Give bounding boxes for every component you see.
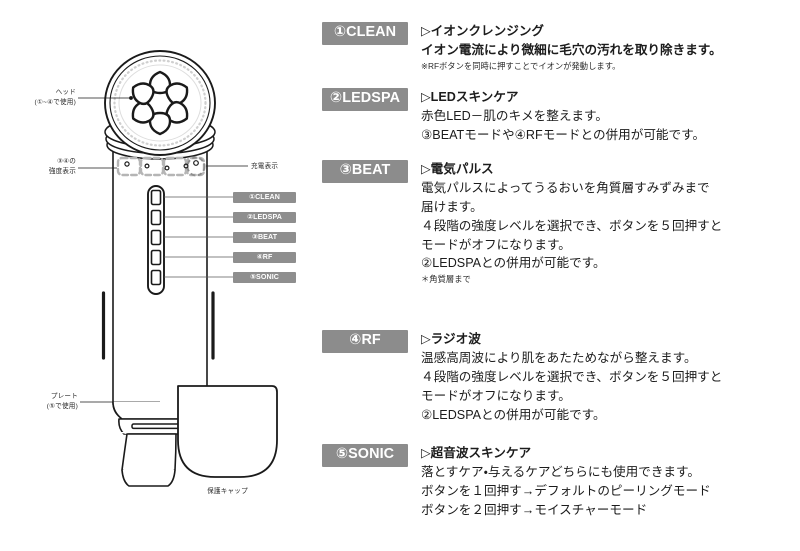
mode-line: 落とすケア・与えるケアどちらにも使用できます。 [421,464,700,479]
button-strip[interactable] [147,185,165,295]
callout-charge-indicator: 充電表示 [251,163,279,170]
device-badge-ledspa: ②LEDSPA [233,212,296,223]
device-head-disc [104,50,216,156]
mode-note-clean: ※RFボタンを同時に押すことでイオンが発動します。 [421,60,621,71]
device-badge-sonic: ⑤SONIC [233,272,296,283]
mode-line: 赤色LED－肌のキメを整えます。 [421,108,608,123]
mode-line: モードがオフになります。 [421,388,571,403]
mode-heading-clean: ▷イオンクレンジング [421,24,545,38]
head-electrodes [131,70,189,136]
mode-heading-ledspa: ▷LEDスキンケア [421,90,519,104]
mode-line: ③BEATモードや④RFモードとの併用が可能です。 [421,127,706,142]
callout-protective-cap: 保護キャップ [207,488,248,495]
device-button-ledspa [150,209,162,226]
mode-line: イオン電流により微細に毛穴の汚れを取り除きます。 [421,42,722,57]
callout-intensity-indicator: ③④の 強度表示 [48,158,76,175]
mode-line: 温感高周波により肌をあたためながら整えます。 [421,350,697,365]
mode-line: モードがオフになります。 [421,237,571,252]
mode-body-sonic: ▷超音波スキンケア 落とすケア・与えるケアどちらにも使用できます。 ボタンを１回… [421,444,793,520]
mode-line: ４段階の強度レベルを選択でき、ボタンを５回押すと [421,369,723,384]
mode-badge-ledspa: ②LEDSPA [322,88,408,111]
mode-line: ４段階の強度レベルを選択でき、ボタンを５回押すと [421,218,723,233]
device-illustration: ヘッド (①~④で使用) ③④の 強度表示 充電表示 プレート (⑤で使用) 保… [0,0,300,551]
indicator-strip [116,156,206,177]
mode-badge-sonic: ⑤SONIC [322,444,408,467]
mode-body-rf: ▷ラジオ波 温感高周波により肌をあたためながら整えます。 ４段階の強度レベルを選… [421,330,793,424]
protective-cap [177,385,278,478]
callout-plate: プレート (⑤で使用) [46,393,78,410]
mode-body-beat: ▷電気パルス 電気パルスによってうるおいを角質層すみずみまで 届けます。 ４段階… [421,160,793,286]
mode-line: 電気パルスによってうるおいを角質層すみずみまで [421,180,710,195]
device-badge-clean: ①CLEAN [233,192,296,203]
mode-badge-clean: ①CLEAN [322,22,408,45]
mode-heading-rf: ▷ラジオ波 [421,332,481,346]
mode-badge-beat: ③BEAT [322,160,408,183]
mode-line: ②LEDSPAとの併用が可能です。 [421,407,606,422]
device-button-sonic [150,269,162,286]
badge-leader-lines [164,196,233,278]
mode-description-panel: ①CLEAN ▷イオンクレンジング イオン電流により微細に毛穴の汚れを取り除きま… [300,0,800,551]
device-button-rf [150,249,162,266]
mode-line: ②LEDSPAとの併用が可能です。 [421,256,606,271]
device-badge-rf: ④RF [233,252,296,263]
mode-body-ledspa: ▷LEDスキンケア 赤色LED－肌のキメを整えます。 ③BEATモードや④RFモ… [421,88,793,145]
device-badge-beat: ③BEAT [233,232,296,243]
mode-heading-beat: ▷電気パルス [421,162,494,176]
mode-line: ボタンを２回押す→モイスチャーモード [421,502,648,517]
mode-note-beat: ＊角質層まで [421,274,471,285]
mode-line: 届けます。 [421,199,483,214]
mode-badge-rf: ④RF [322,330,408,353]
mode-body-clean: ▷イオンクレンジング イオン電流により微細に毛穴の汚れを取り除きます。 ※RFボ… [421,22,793,72]
mode-line: ボタンを１回押す→デフォルトのピーリングモード [421,483,711,498]
device-line-art [78,50,278,487]
device-button-beat [150,229,162,246]
mode-heading-sonic: ▷超音波スキンケア [421,446,532,460]
callout-head: ヘッド (①~④で使用) [34,89,76,106]
device-button-clean [150,189,162,206]
